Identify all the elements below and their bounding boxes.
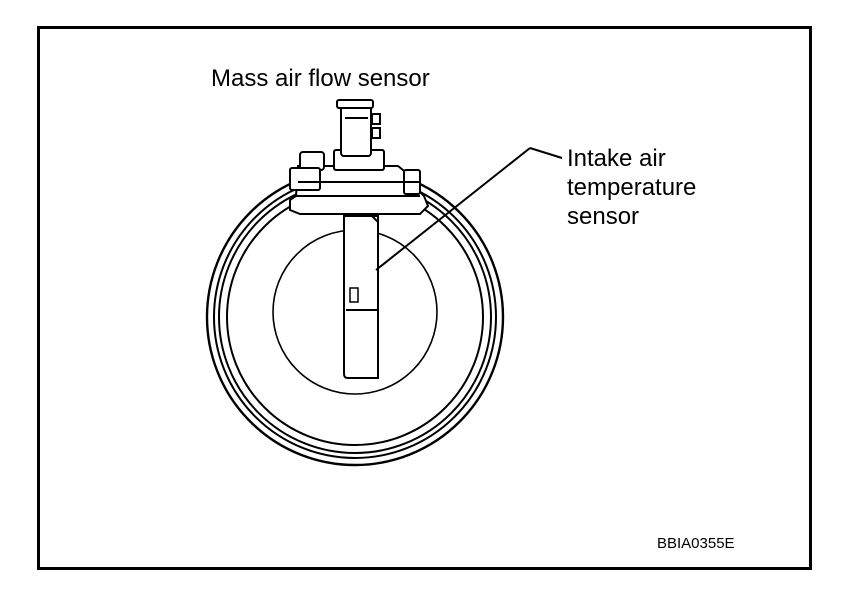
iat-leader-elbow xyxy=(529,147,563,159)
mounting-flange xyxy=(289,149,430,215)
iat-label-line-3: sensor xyxy=(567,203,640,230)
intake-air-temperature-sensor-label: Intake air temperature sensor xyxy=(567,144,696,231)
iat-label-line-1: Intake air xyxy=(567,145,666,172)
figure-frame xyxy=(37,26,812,570)
iat-label-line-2: temperature xyxy=(567,174,697,201)
iat-leader-line xyxy=(375,147,531,271)
mass-air-flow-sensor-label: Mass air flow sensor xyxy=(211,65,430,92)
connector xyxy=(336,99,381,157)
sensor-probe xyxy=(343,215,379,379)
figure-code: BBIA0355E xyxy=(657,535,735,552)
